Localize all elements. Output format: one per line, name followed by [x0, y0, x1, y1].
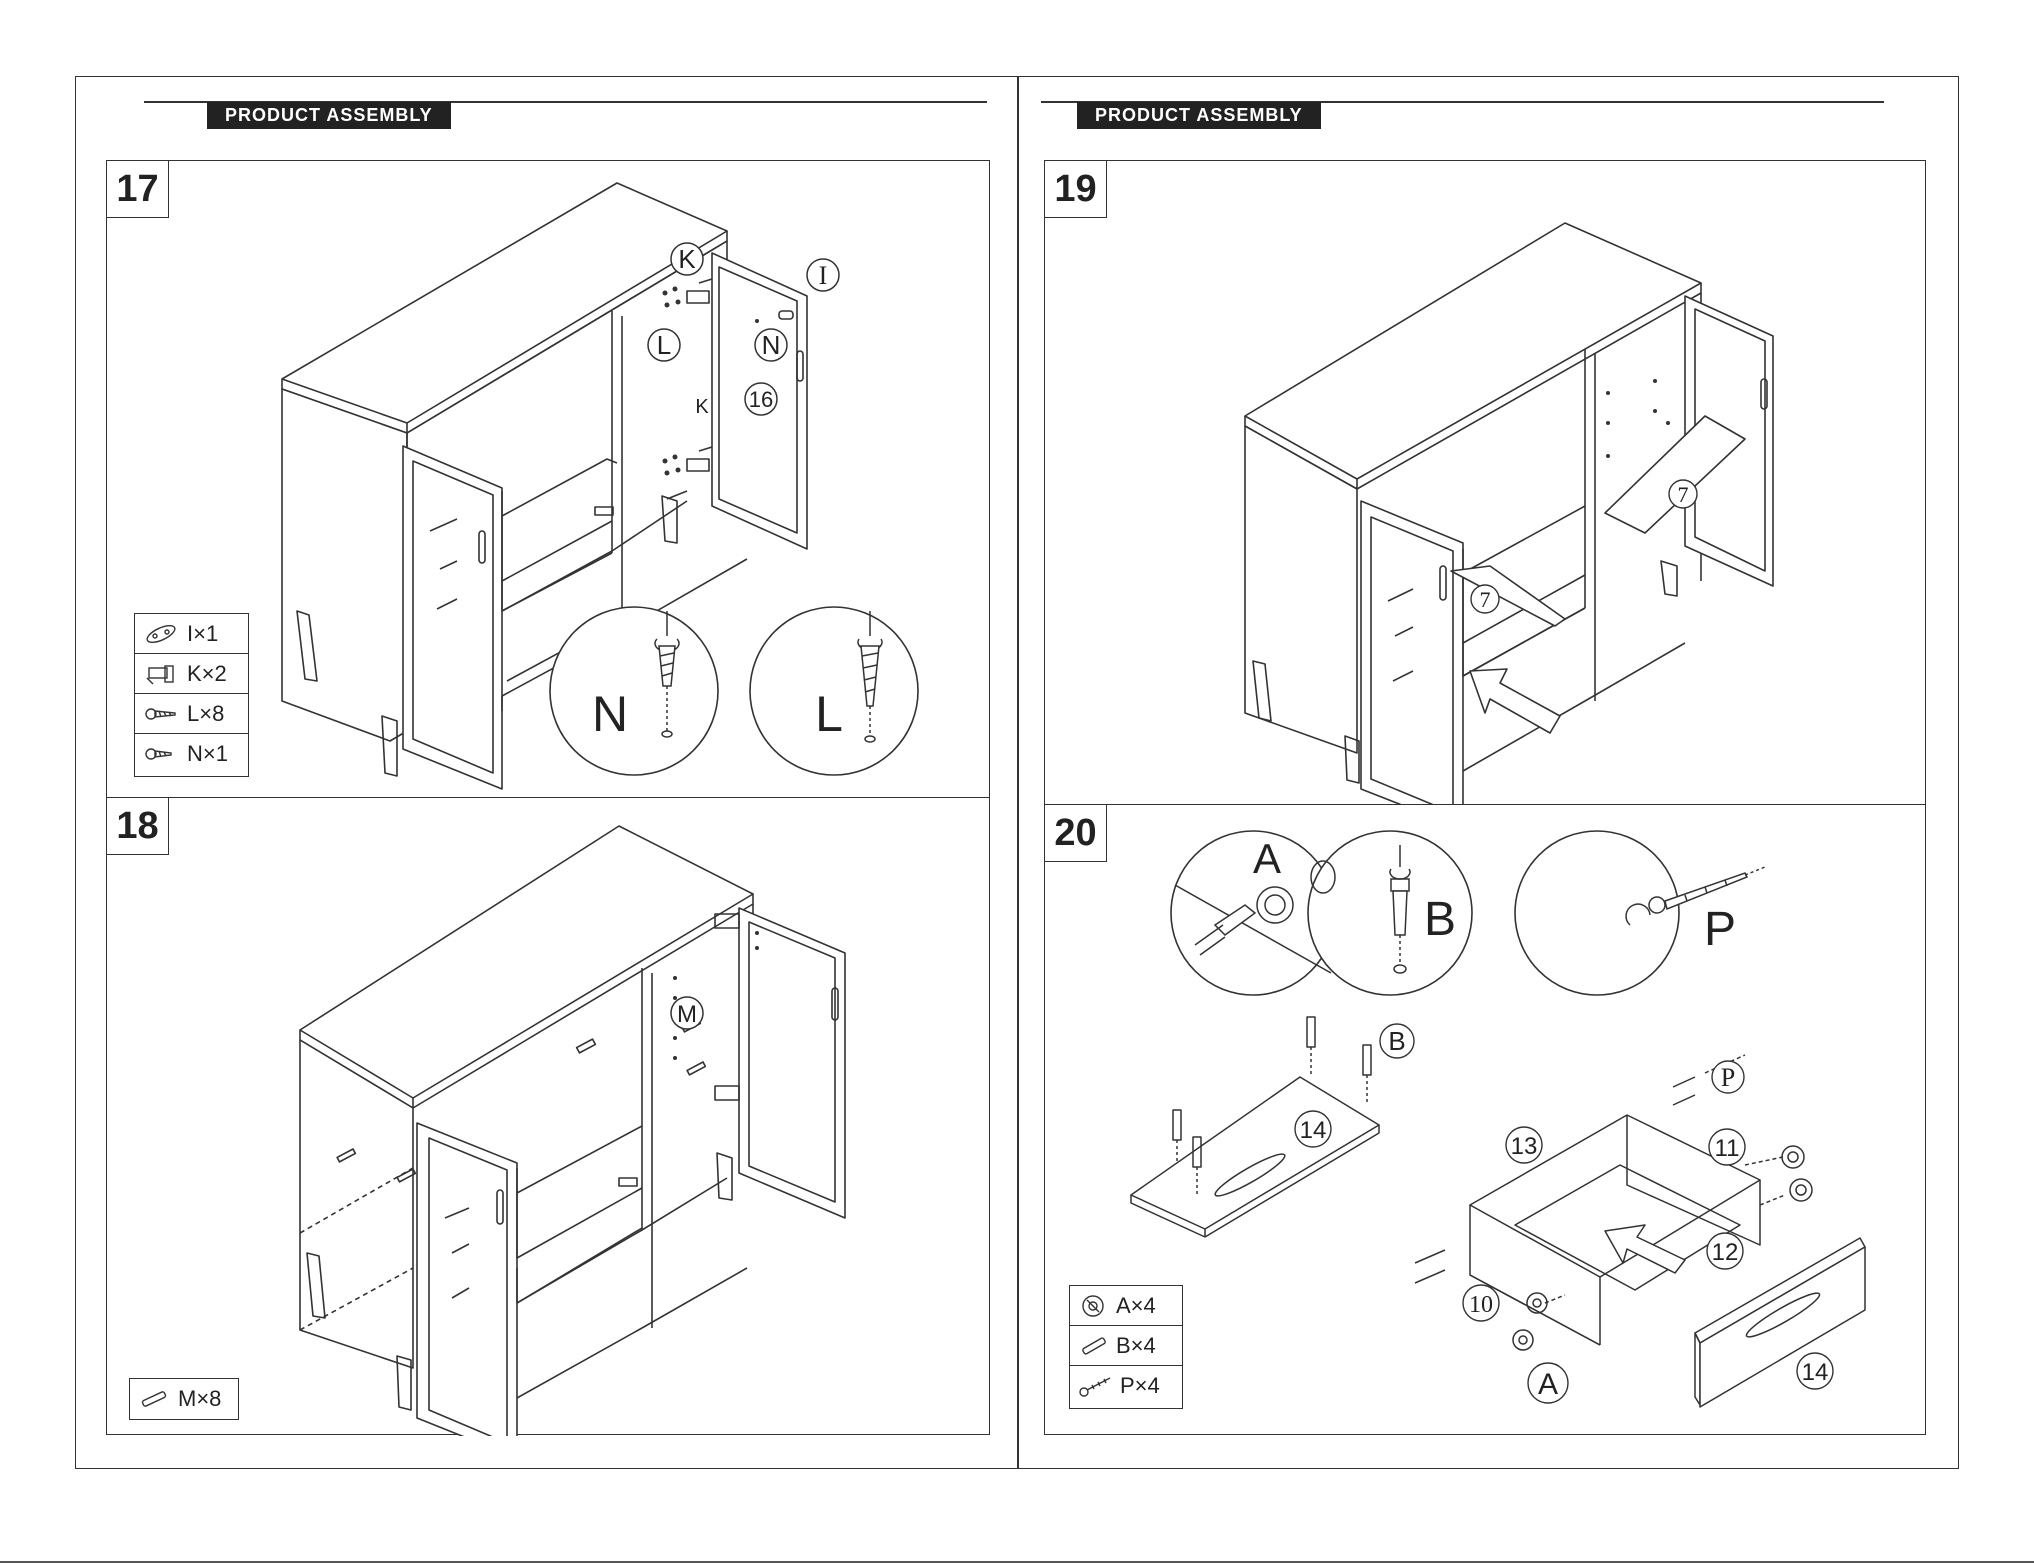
- step-18-panel: 18: [106, 797, 990, 1435]
- hinge-icon: [143, 660, 179, 688]
- callout-n: N: [762, 330, 781, 360]
- callout-panel-12: 12: [1712, 1239, 1739, 1266]
- section-header-left: PRODUCT ASSEMBLY: [207, 102, 451, 129]
- step-17-panel: 17: [106, 160, 990, 798]
- part-row: K×2: [135, 654, 248, 694]
- page-divider: [1017, 76, 1019, 1469]
- callout-panel-14-top: 14: [1300, 1117, 1327, 1144]
- part-label: K×2: [187, 661, 227, 687]
- zoom-l-label: L: [815, 686, 843, 742]
- callout-m: M: [677, 1001, 697, 1028]
- step-18-parts-list: M×8: [129, 1378, 239, 1420]
- callout-k-small: K: [695, 396, 709, 418]
- step-18-drawing: M: [107, 798, 991, 1436]
- part-label: N×1: [187, 741, 228, 767]
- zoom-n-label: N: [592, 686, 628, 742]
- callout-p: P: [1721, 1063, 1735, 1092]
- step-20-parts-list: A×4 B×4 P×4: [1069, 1285, 1183, 1409]
- callout-panel-13: 13: [1511, 1133, 1538, 1160]
- callout-a: A: [1538, 1368, 1558, 1401]
- part-row: B×4: [1070, 1326, 1182, 1366]
- callout-shelf-7-top: 7: [1678, 482, 1689, 507]
- cam-plate-icon: [143, 622, 179, 646]
- part-row: I×1: [135, 614, 248, 654]
- callout-l: L: [657, 330, 671, 360]
- callout-panel-10: 10: [1469, 1292, 1493, 1318]
- callout-panel-11: 11: [1715, 1135, 1740, 1162]
- part-label: P×4: [1120, 1373, 1160, 1399]
- part-row: M×8: [130, 1379, 238, 1419]
- step-20-panel: 20 A B P: [1044, 804, 1926, 1435]
- cam-lock-icon: [1078, 1292, 1108, 1320]
- part-row: L×8: [135, 694, 248, 734]
- part-label: A×4: [1116, 1293, 1156, 1319]
- zoom-p-label: P: [1704, 903, 1736, 956]
- step-19-panel: 19: [1044, 160, 1926, 805]
- zoom-b-label: B: [1424, 893, 1456, 946]
- dowel-icon: [138, 1388, 170, 1410]
- part-row: N×1: [135, 734, 248, 774]
- zoom-circle-n: [550, 607, 718, 775]
- part-label: M×8: [178, 1386, 221, 1412]
- long-screw-icon: [1078, 1374, 1112, 1398]
- part-label: I×1: [187, 621, 218, 647]
- part-row: A×4: [1070, 1286, 1182, 1326]
- screw-icon: [143, 742, 179, 766]
- section-header-right: PRODUCT ASSEMBLY: [1077, 102, 1321, 129]
- part-label: L×8: [187, 701, 224, 727]
- zoom-a-label: A: [1253, 835, 1281, 882]
- part-label: B×4: [1116, 1333, 1156, 1359]
- screw-icon: [143, 702, 179, 726]
- callout-i: I: [819, 261, 828, 290]
- callout-k: K: [678, 244, 696, 274]
- step-17-parts-list: I×1 K×2 L×8 N×1: [134, 613, 249, 777]
- callout-shelf-7-bottom: 7: [1480, 587, 1491, 612]
- callout-panel-14-front: 14: [1802, 1359, 1829, 1386]
- bottom-rule: [0, 1561, 2034, 1563]
- cam-bolt-icon: [1078, 1334, 1108, 1358]
- callout-b: B: [1388, 1026, 1405, 1056]
- step-19-drawing: 7 7: [1045, 161, 1927, 806]
- part-row: P×4: [1070, 1366, 1182, 1406]
- callout-panel-16: 16: [749, 387, 773, 412]
